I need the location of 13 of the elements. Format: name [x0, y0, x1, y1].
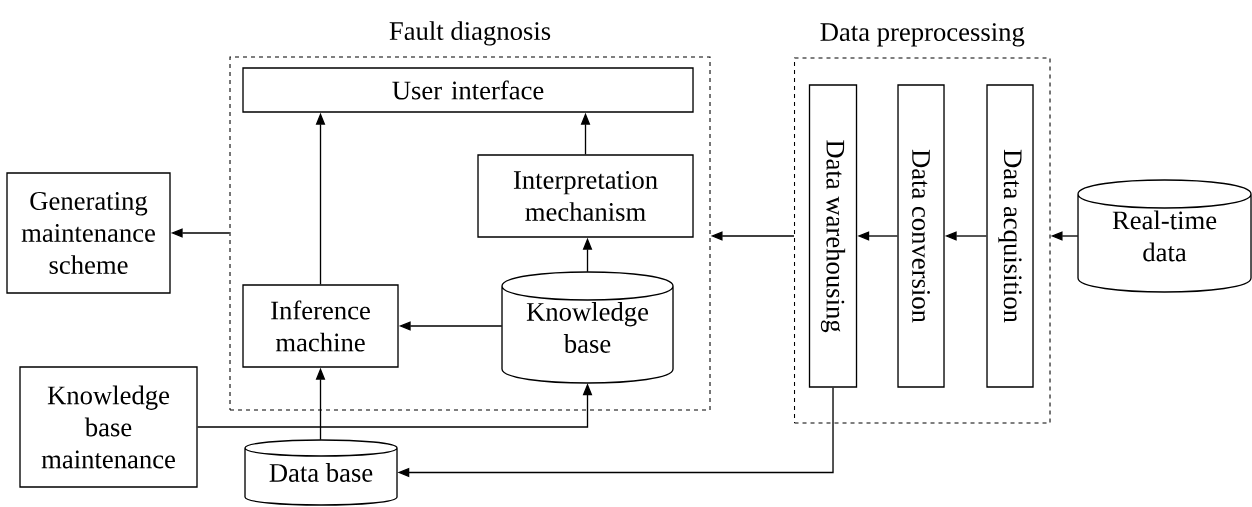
node-label: Data preprocessing	[820, 23, 1025, 47]
database-cylinder: Data base	[244, 439, 398, 506]
database-cylinder: Real-time data	[1077, 179, 1252, 293]
process-box: Data acquisition	[986, 84, 1034, 388]
process-box: Inference machine	[242, 284, 399, 368]
process-box: Interpretation mechanism	[477, 154, 694, 238]
process-box: Data warehousing	[808, 84, 858, 388]
database-cylinder: Knowledge base	[501, 271, 674, 384]
process-box: User interface	[242, 67, 694, 113]
process-box: Knowledge base maintenance	[19, 366, 198, 488]
process-box: Generating maintenance scheme	[6, 172, 171, 294]
node-label: Fault diagnosis	[389, 21, 551, 46]
process-box: Data conversion	[897, 84, 945, 388]
